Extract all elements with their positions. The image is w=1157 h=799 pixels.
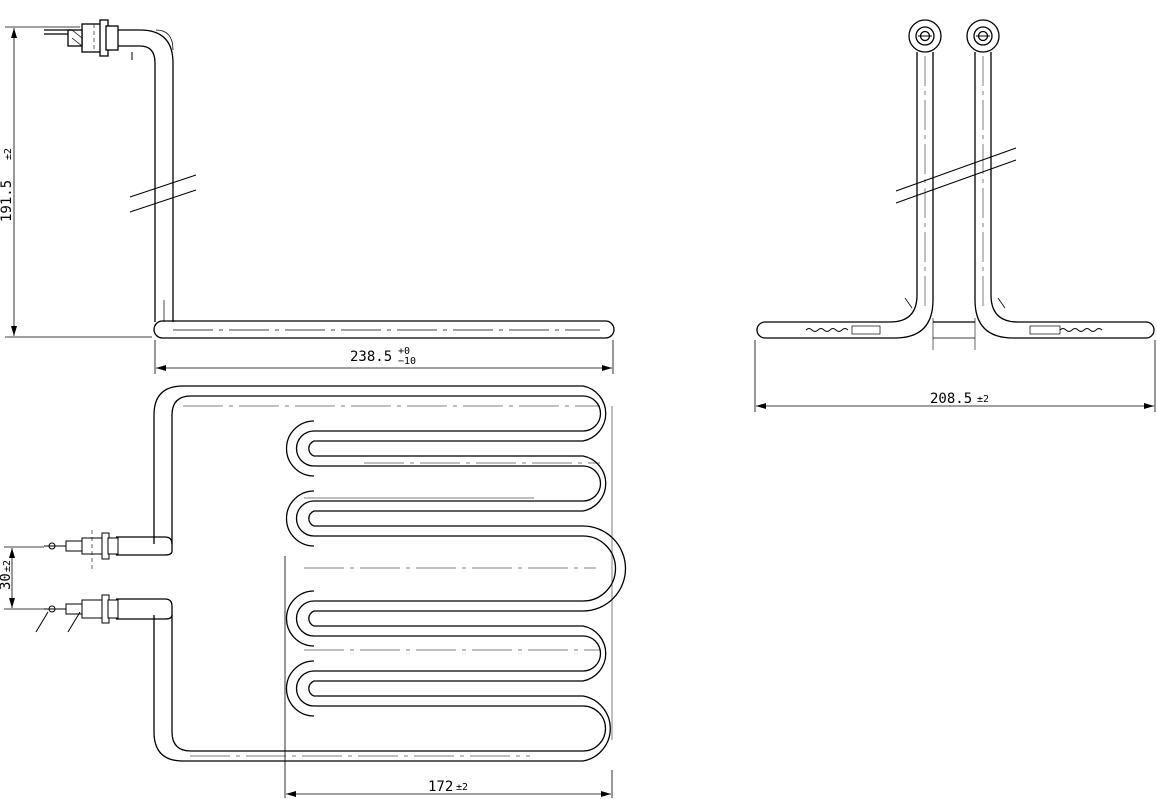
side-view bbox=[44, 19, 615, 339]
length-dimension-tol-upper: +0 bbox=[398, 346, 410, 357]
spacing-dimension-value: 30 bbox=[0, 573, 14, 590]
height-dimension bbox=[5, 26, 152, 338]
front-view bbox=[756, 19, 1155, 350]
length-dimension-value: 238.5 bbox=[350, 349, 392, 365]
height-dimension-tolerance: ±2 bbox=[3, 148, 14, 160]
depth-dimension-tolerance: ±2 bbox=[977, 394, 989, 405]
spacing-dimension bbox=[4, 546, 44, 610]
height-dimension-value: 191.5 bbox=[0, 180, 15, 222]
depth-dimension bbox=[754, 340, 1156, 412]
spacing-dimension-tolerance: ±2 bbox=[2, 560, 13, 572]
width-dimension bbox=[284, 406, 613, 798]
plan-view bbox=[35, 385, 627, 762]
width-dimension-tolerance: ±2 bbox=[456, 782, 468, 793]
depth-dimension-value: 208.5 bbox=[930, 391, 972, 407]
length-dimension bbox=[154, 340, 614, 374]
length-dimension-tol-lower: −10 bbox=[398, 356, 416, 367]
width-dimension-value: 172 bbox=[428, 779, 453, 795]
